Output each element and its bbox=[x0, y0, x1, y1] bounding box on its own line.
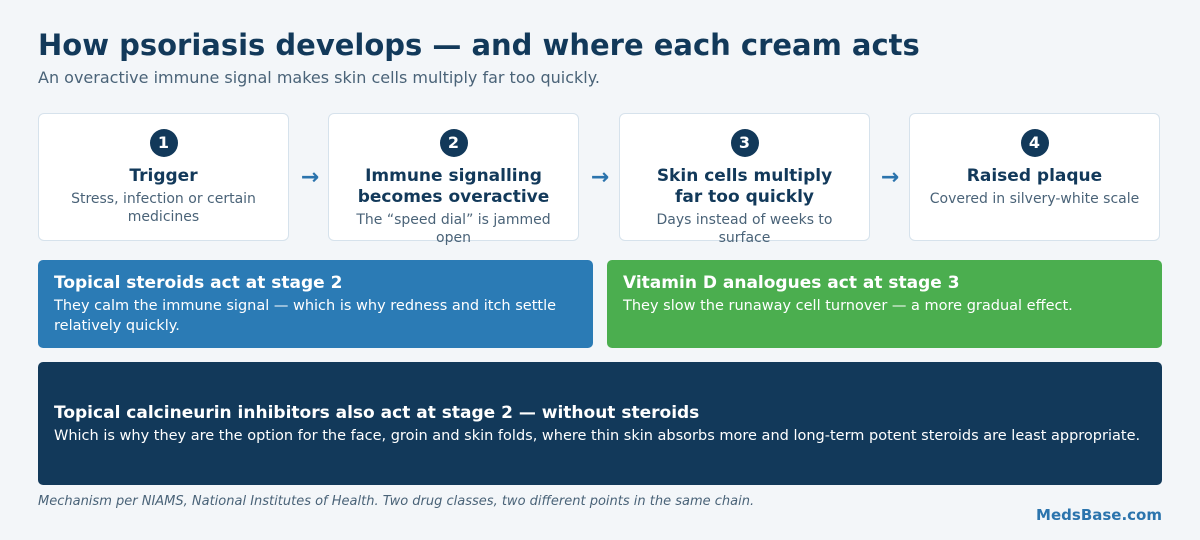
stage-flow: 1 Trigger Stress, infection or certain m… bbox=[38, 113, 1162, 246]
stage-card-3: 3 Skin cells multiply far too quickly Da… bbox=[619, 113, 870, 246]
stage-card-2: 2 Immune signalling becomes overactive T… bbox=[328, 113, 579, 246]
arrow-right-icon: → bbox=[880, 165, 900, 190]
source-footnote: Mechanism per NIAMS, National Institutes… bbox=[38, 494, 755, 509]
stage-title: Immune signalling becomes overactive bbox=[357, 166, 550, 207]
stage-number-badge: 3 bbox=[730, 129, 759, 157]
calcineurin-panel-body: Which is why they are the option for the… bbox=[54, 427, 1141, 444]
stage-description: Covered in silvery-white scale bbox=[929, 191, 1140, 207]
stage-number-badge: 2 bbox=[439, 129, 468, 157]
arrow-right-icon: → bbox=[300, 165, 320, 190]
stage-description: Days instead of weeks to surface bbox=[656, 212, 833, 246]
stage-card-4: 4 Raised plaque Covered in silvery-white… bbox=[909, 113, 1160, 241]
arrow-right-icon: → bbox=[590, 165, 610, 190]
page-subtitle: An overactive immune signal makes skin c… bbox=[38, 68, 600, 87]
calcineurin-panel: Topical calcineurin inhibitors also act … bbox=[38, 362, 1162, 485]
stage-description: The “speed dial” is jammed open bbox=[356, 212, 551, 246]
steroids-panel: Topical steroids act at stage 2 They cal… bbox=[38, 260, 593, 348]
stage-number-badge: 4 bbox=[1020, 129, 1049, 157]
stage-card-1: 1 Trigger Stress, infection or certain m… bbox=[38, 113, 289, 241]
stage-title: Trigger bbox=[129, 166, 198, 186]
calcineurin-panel-title: Topical calcineurin inhibitors also act … bbox=[54, 402, 700, 423]
stage-title: Raised plaque bbox=[966, 166, 1103, 186]
stage-number-badge: 1 bbox=[149, 129, 178, 157]
steroids-panel-body: They calm the immune signal — which is w… bbox=[54, 298, 557, 334]
stage-description: Stress, infection or certain medicines bbox=[71, 191, 256, 225]
steroids-panel-title: Topical steroids act at stage 2 bbox=[54, 273, 343, 293]
stage-title: Skin cells multiply far too quickly bbox=[656, 166, 833, 207]
page-title: How psoriasis develops — and where each … bbox=[38, 28, 920, 62]
vitamin-d-panel-body: They slow the runaway cell turnover — a … bbox=[623, 298, 1073, 314]
vitamin-d-panel-title: Vitamin D analogues act at stage 3 bbox=[623, 273, 960, 293]
vitamin-d-panel: Vitamin D analogues act at stage 3 They … bbox=[607, 260, 1162, 348]
brand-logo-text: MedsBase.com bbox=[1036, 506, 1162, 524]
